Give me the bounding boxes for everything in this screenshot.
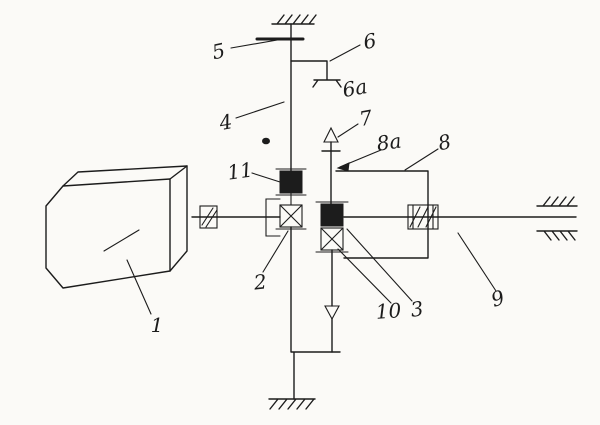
bracket-6-lines — [290, 60, 342, 88]
label-6a: 6a — [341, 74, 369, 102]
label-3: 3 — [409, 296, 425, 322]
label-7: 7 — [357, 105, 374, 131]
wall-upper-hatch — [536, 196, 578, 207]
leader-8a-arrowhead — [336, 162, 350, 172]
bottom-connector-lines — [290, 226, 341, 400]
leader-line-10 — [337, 248, 392, 304]
leader-line-7 — [337, 123, 359, 138]
coupling-hatch — [201, 207, 218, 228]
leader-line-4 — [235, 101, 285, 119]
leader-line-1 — [126, 259, 152, 315]
label-10: 10 — [375, 298, 402, 324]
label-6: 6 — [361, 28, 378, 54]
down-valve-triangle — [324, 305, 340, 321]
bearing-9-box — [407, 204, 439, 230]
label-4: 4 — [216, 109, 234, 135]
bearing-stack-center — [315, 201, 349, 253]
ink-dot — [262, 137, 270, 145]
valve-down — [324, 249, 340, 353]
arrow-valve-7 — [321, 126, 341, 205]
leader-line-5 — [230, 38, 284, 49]
leader-line-9 — [457, 232, 497, 292]
bearing-9-hatch — [409, 204, 437, 230]
center-box-lower-cross — [315, 201, 349, 253]
motor-sketch-stroke — [103, 229, 140, 252]
label-1: 1 — [151, 313, 164, 337]
valve-7-triangle — [323, 126, 339, 143]
label-8: 8 — [436, 129, 453, 155]
leader-line-2 — [262, 230, 289, 273]
coupling-box — [199, 205, 218, 229]
label-5: 5 — [210, 38, 227, 64]
motor-front-face — [45, 178, 171, 289]
gear-11-box — [279, 170, 303, 194]
part-labels: 1 2 3 4 5 6 6a 7 8 8a 9 10 11 — [151, 28, 508, 337]
bearing-9 — [407, 204, 439, 230]
ground-symbol-top — [271, 14, 317, 25]
frame-loop-8 — [335, 170, 429, 259]
leader-lines — [126, 38, 497, 315]
bottom-lines — [290, 226, 341, 400]
ground-top-lines — [271, 14, 317, 25]
leader-line-3 — [346, 228, 413, 302]
leader-line-6 — [329, 44, 361, 62]
label-2: 2 — [252, 269, 268, 294]
valve-7-stem — [321, 141, 341, 205]
label-8a: 8a — [375, 128, 403, 155]
wall-support-right — [536, 196, 578, 241]
label-9: 9 — [488, 285, 508, 312]
ground-bottom-lines — [268, 398, 316, 410]
gear-11-caps — [275, 168, 307, 206]
motor-1 — [45, 165, 188, 289]
frame-loop-lines — [335, 170, 429, 259]
gearbox-11 — [275, 168, 307, 206]
bracket-6 — [290, 60, 342, 88]
motor-top-face — [62, 165, 188, 187]
coupling — [199, 205, 218, 229]
ground-symbol-bottom — [268, 398, 316, 410]
motor-side-face — [169, 165, 188, 272]
label-11: 11 — [226, 157, 255, 184]
leader-line-11 — [251, 172, 281, 183]
center-box-upper — [320, 203, 344, 227]
leader-line-8 — [404, 148, 439, 171]
wall-lower-hatch — [536, 230, 578, 241]
